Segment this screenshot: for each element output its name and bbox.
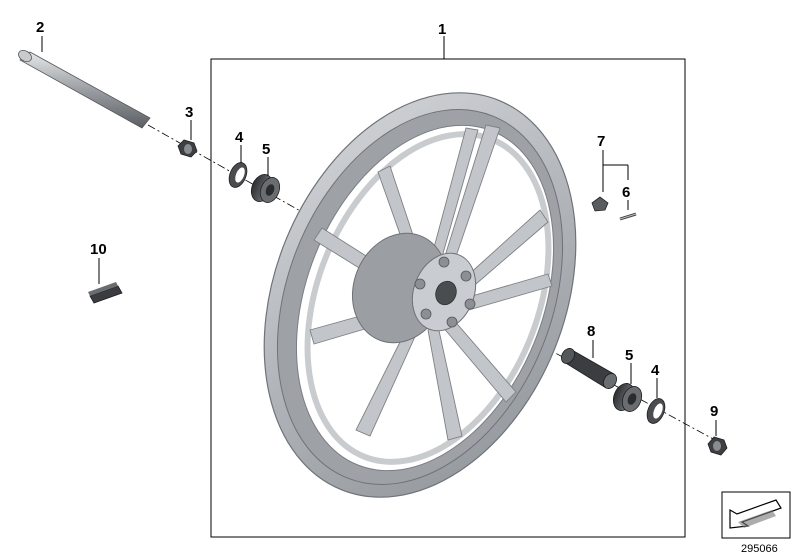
hub-bolts xyxy=(414,256,476,328)
nut-top[interactable] xyxy=(177,139,198,158)
callout-5-bottom[interactable]: 5 xyxy=(625,347,633,364)
leader-lines xyxy=(41,36,717,436)
nut-bottom[interactable] xyxy=(707,436,728,456)
seal-ring-top[interactable] xyxy=(226,160,251,190)
valve-cap[interactable] xyxy=(591,196,609,212)
direction-arrow-icon xyxy=(721,491,791,539)
seal-ring-bottom[interactable] xyxy=(644,396,669,426)
valve-core[interactable] xyxy=(619,212,637,221)
callout-5-top[interactable]: 5 xyxy=(262,141,270,158)
wheel-frame xyxy=(210,58,686,538)
axle[interactable] xyxy=(16,48,151,129)
callout-bracket-6-7 xyxy=(602,150,629,210)
wheel[interactable] xyxy=(207,46,633,544)
spacer-sleeve[interactable] xyxy=(559,346,619,391)
callout-3[interactable]: 3 xyxy=(185,104,193,121)
callout-2[interactable]: 2 xyxy=(36,19,44,36)
hub-bore xyxy=(435,280,457,306)
spacer-top[interactable] xyxy=(247,171,283,205)
callout-9[interactable]: 9 xyxy=(710,403,718,420)
spacer-bottom[interactable] xyxy=(609,380,645,414)
callout-7[interactable]: 7 xyxy=(597,133,605,150)
callout-4-bottom[interactable]: 4 xyxy=(651,362,660,379)
callout-8[interactable]: 8 xyxy=(587,323,595,340)
callout-6[interactable]: 6 xyxy=(622,184,630,201)
callout-1[interactable]: 1 xyxy=(438,21,446,38)
document-number: 295066 xyxy=(741,543,778,555)
balance-weight[interactable] xyxy=(88,282,123,304)
callout-10[interactable]: 10 xyxy=(90,241,107,258)
callout-4-top[interactable]: 4 xyxy=(235,129,244,146)
